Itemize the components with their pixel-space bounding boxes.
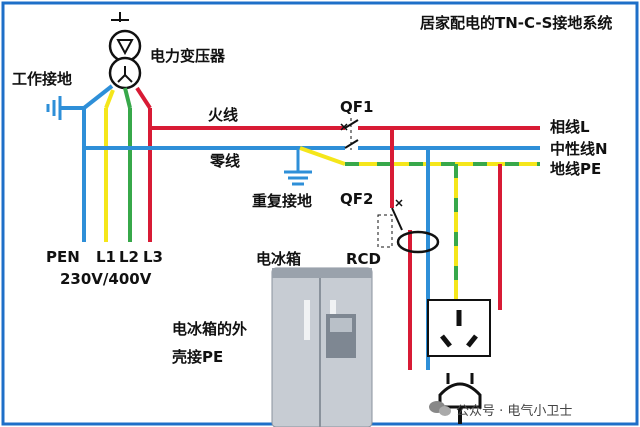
rcd-label: RCD <box>346 250 382 268</box>
qf1-label: QF1 <box>340 98 374 116</box>
refrigerator-image <box>271 267 373 427</box>
qf2-breaker-symbol <box>391 207 403 231</box>
repeat-ground-icon <box>284 150 312 186</box>
qf2-label: QF2 <box>340 190 374 208</box>
pen-link-wire <box>82 84 114 110</box>
repeat-ground-label: 重复接地 <box>252 192 313 210</box>
fridge-label: 电冰箱 <box>256 250 302 268</box>
qf1-breaker-symbol <box>340 118 359 150</box>
pen-label: PEN <box>46 248 80 266</box>
live-wire-label: 火线 <box>208 106 239 124</box>
transformer-symbol <box>108 12 142 90</box>
l1-label: L1 <box>96 248 116 266</box>
ground-pe-label: 地线PE <box>550 160 602 178</box>
neutral-wire-label: 零线 <box>210 152 241 170</box>
pe-split-wire <box>299 146 346 166</box>
l2-label: L2 <box>119 248 139 266</box>
l3-link-wire <box>135 86 152 110</box>
fridge-note-line1: 电冰箱的外 <box>172 320 248 338</box>
plug-icon <box>438 373 482 424</box>
diagram-title: 居家配电的TN-C-S接地系统 <box>420 14 613 32</box>
socket-outlet <box>427 299 491 357</box>
qf2-cross-icon <box>395 199 403 207</box>
work-ground-icon <box>46 96 84 120</box>
rcd-link-dashed <box>377 214 393 248</box>
l1-link-wire <box>104 89 115 109</box>
transformer-label: 电力变压器 <box>150 47 226 65</box>
watermark-text: 公众号 · 电气小卫士 <box>456 404 573 419</box>
work-ground-label: 工作接地 <box>12 70 73 88</box>
fridge-note-line2: 壳接PE <box>172 348 224 366</box>
l3-label: L3 <box>143 248 163 266</box>
voltage-label: 230V/400V <box>60 270 152 288</box>
phase-l-label: 相线L <box>550 118 590 136</box>
neutral-n-label: 中性线N <box>550 140 608 158</box>
rcd-symbol <box>396 230 440 254</box>
l2-link-wire <box>123 87 132 109</box>
wechat-icon <box>429 401 451 416</box>
